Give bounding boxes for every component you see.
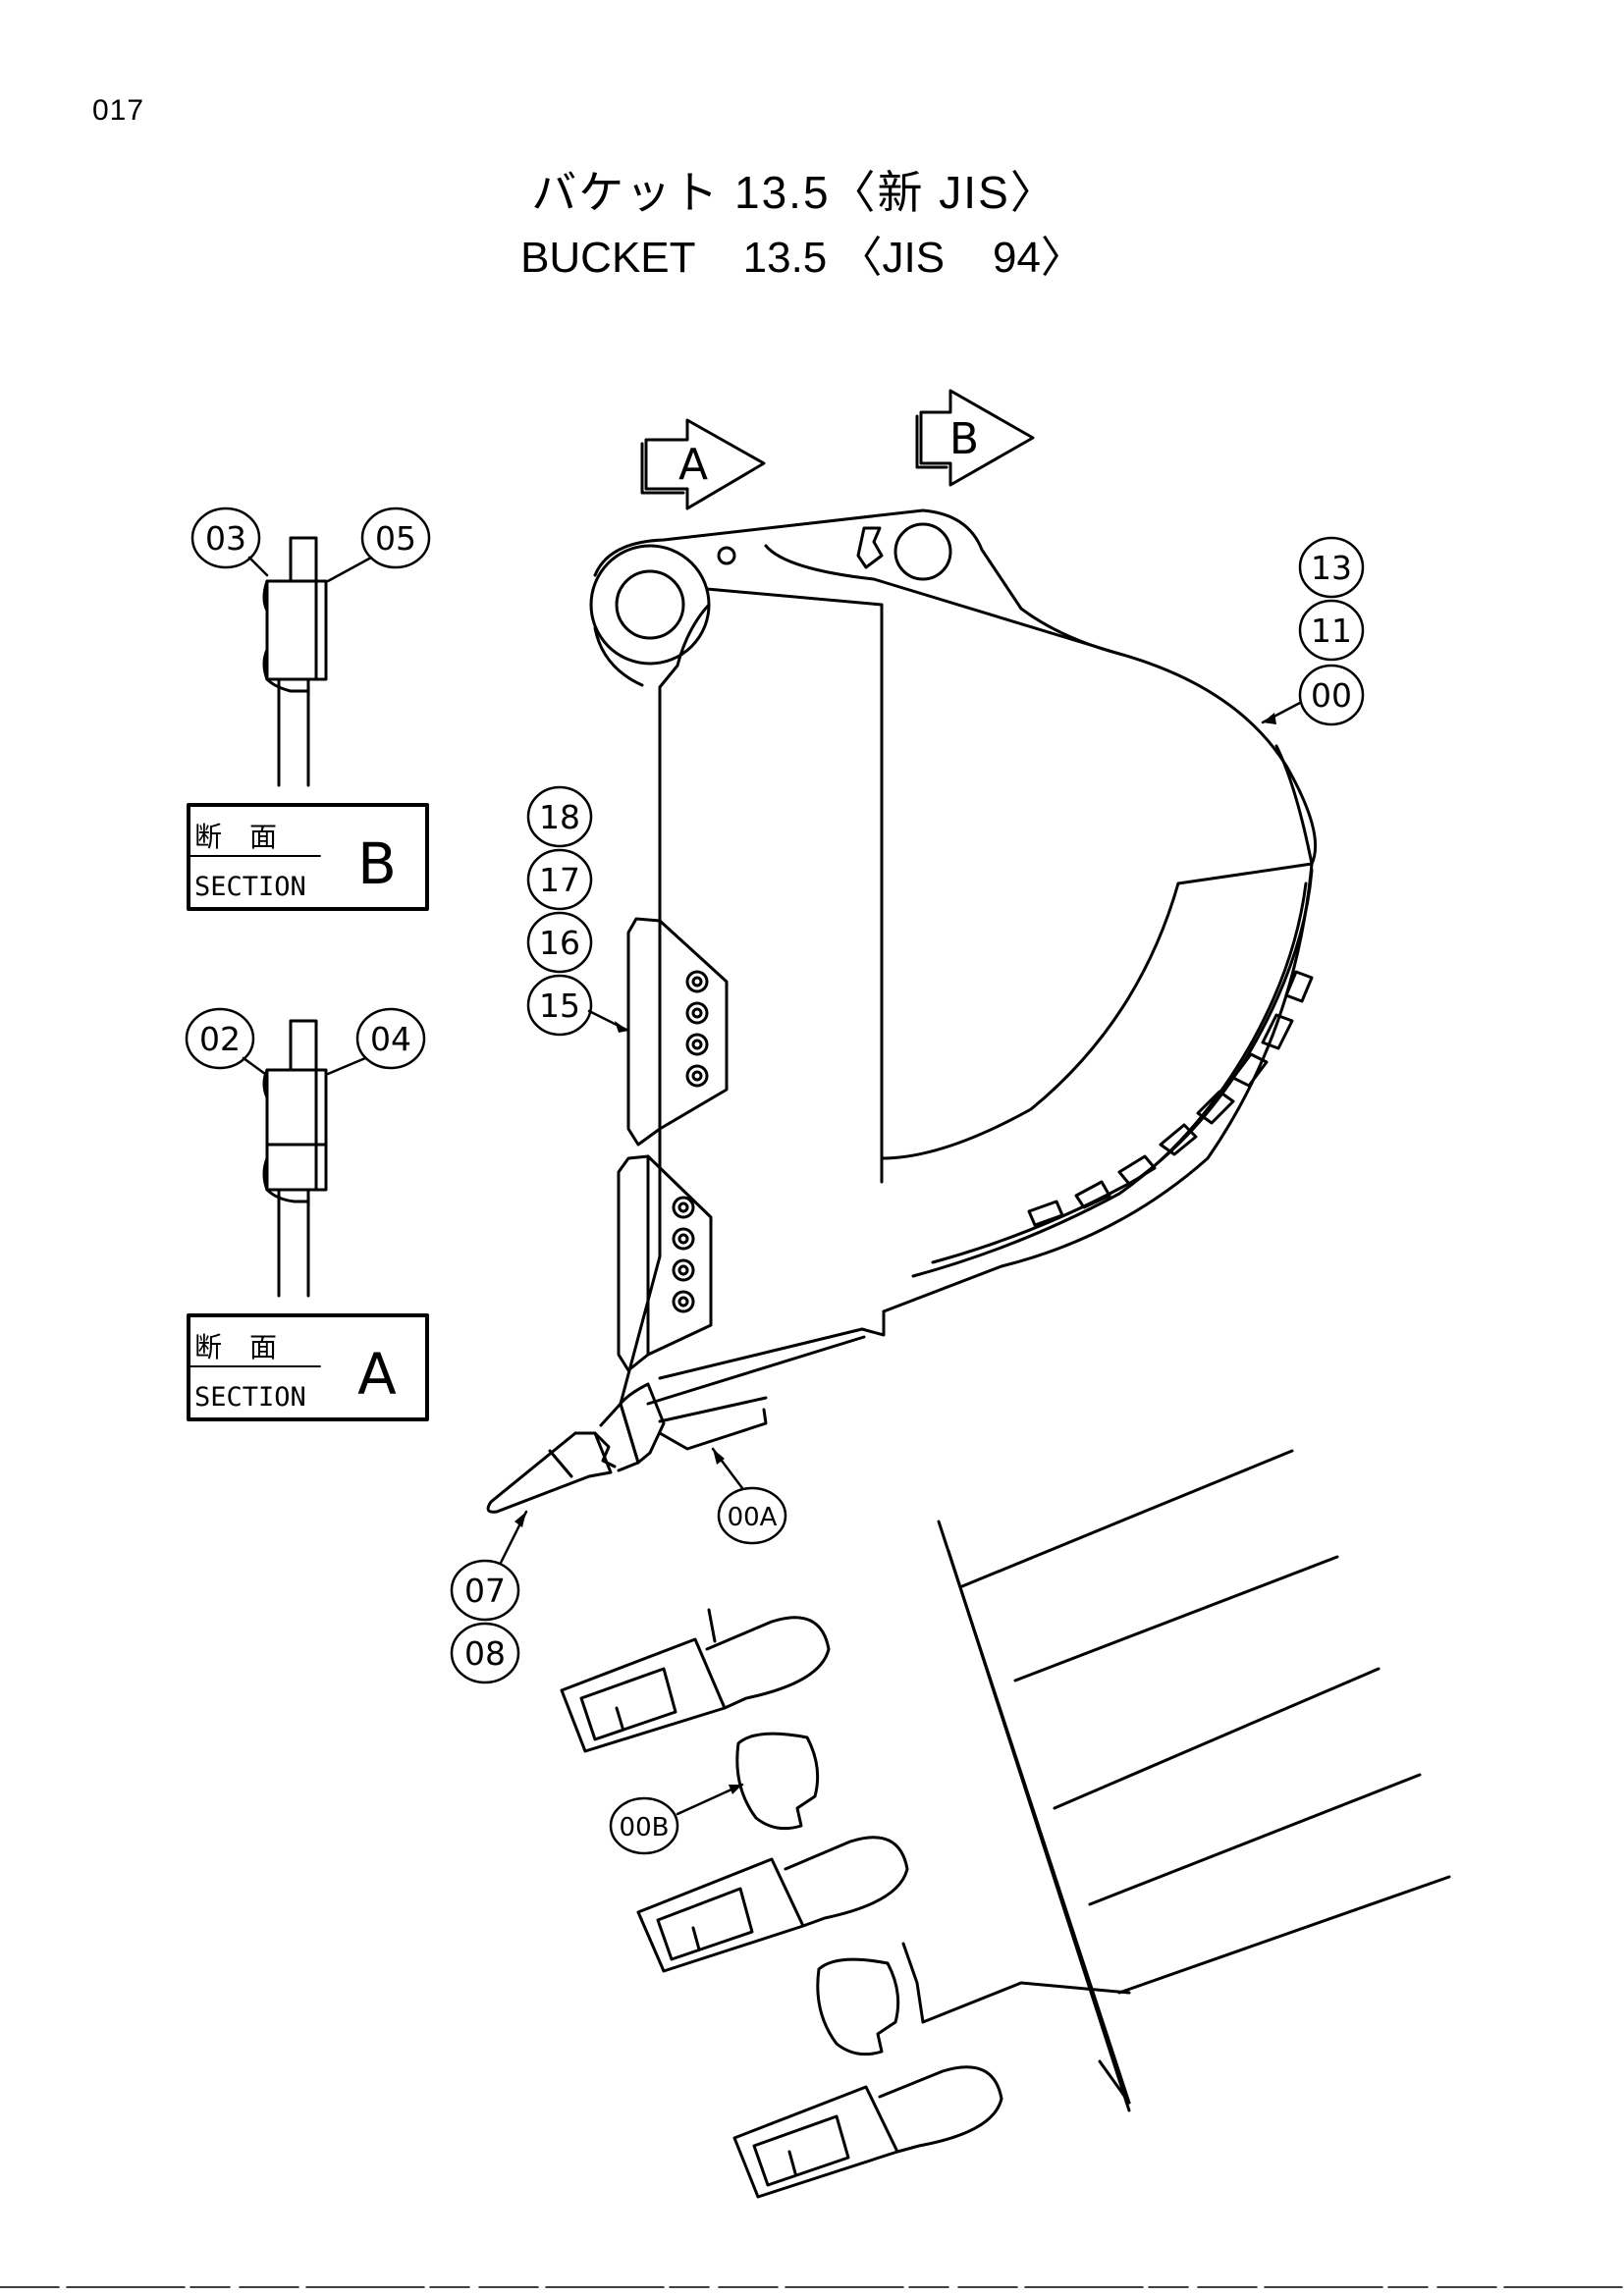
bucket-bottom-view — [560, 1449, 1451, 2199]
tooth-1 — [560, 1608, 831, 1753]
callout-17: 17 — [539, 861, 580, 899]
callout-15: 15 — [539, 987, 580, 1025]
callout-07: 07 — [464, 1572, 506, 1610]
bucket-body — [486, 508, 1318, 1514]
callout-04: 04 — [370, 1020, 411, 1058]
section-a-detail — [262, 1019, 328, 1298]
tooth-3 — [732, 2065, 1003, 2199]
section-b-label-en: SECTION — [194, 872, 306, 902]
section-a-label-en: SECTION — [194, 1382, 306, 1413]
section-b-label-box: 断 面 SECTION B — [187, 803, 429, 911]
shroud-1 — [735, 1732, 820, 1831]
section-b-letter: B — [357, 830, 397, 897]
section-a-label-ja: 断 面 — [194, 1331, 277, 1363]
title-english: BUCKET 13.5 〈JIS 94〉 — [520, 234, 1084, 282]
callout-00B: 00B — [620, 1813, 670, 1842]
callout-00A: 00A — [728, 1503, 778, 1532]
callout-13: 13 — [1311, 549, 1352, 587]
callout-08: 08 — [464, 1634, 506, 1673]
callout-16: 16 — [539, 924, 580, 962]
section-b-detail — [262, 536, 328, 787]
view-arrow-b-label: B — [949, 414, 979, 464]
callout-05: 05 — [375, 519, 416, 558]
callout-18: 18 — [539, 798, 580, 836]
section-a-letter: A — [357, 1341, 397, 1408]
section-b-label-ja: 断 面 — [194, 821, 277, 853]
tooth-2 — [636, 1836, 909, 1973]
view-arrow-b: B — [915, 389, 1035, 487]
view-arrow-a: A — [640, 418, 766, 510]
callout-02: 02 — [199, 1020, 241, 1058]
section-a-label-box: 断 面 SECTION A — [187, 1313, 429, 1421]
view-arrow-a-label: A — [678, 440, 708, 490]
shroud-2 — [816, 1957, 900, 2056]
callout-11: 11 — [1311, 612, 1352, 650]
page-number: 017 — [92, 94, 145, 127]
leader-arrowheads — [514, 713, 1276, 1794]
callout-03: 03 — [205, 519, 246, 558]
callouts: 03 05 02 04 13 11 00 18 17 — [185, 507, 1365, 1855]
callout-00: 00 — [1311, 676, 1352, 715]
title-japanese: バケット 13.5〈新 JIS〉 — [531, 167, 1057, 218]
